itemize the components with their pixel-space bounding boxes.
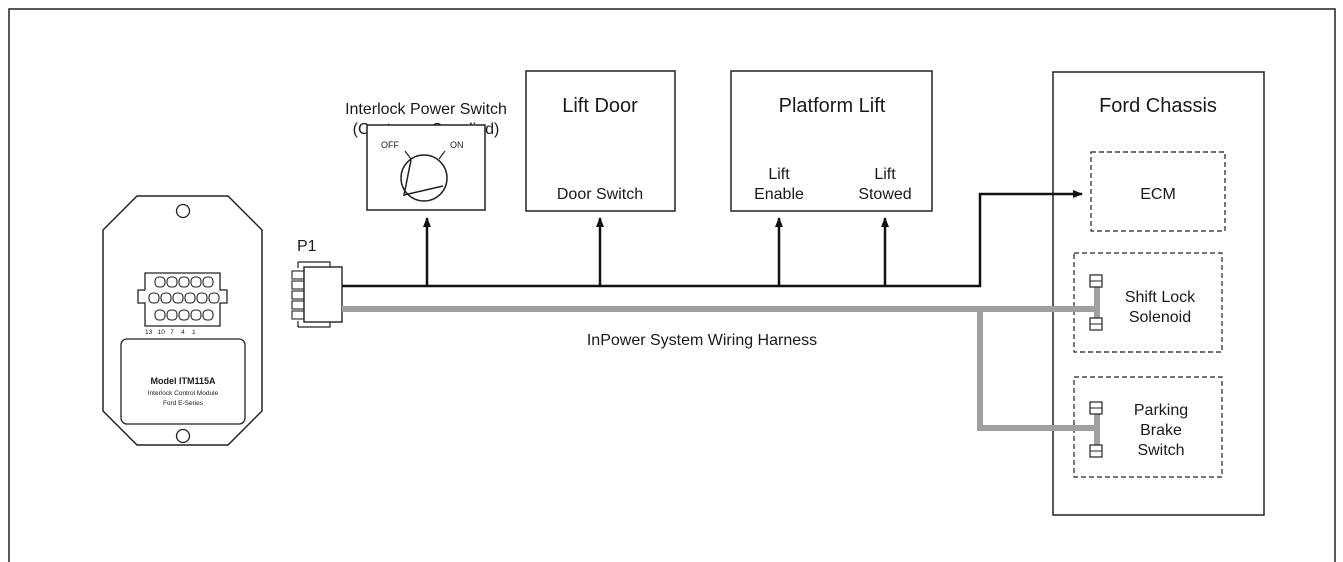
switch-off-label: OFF (381, 140, 399, 150)
module-connector: 13 10 7 4 1 (137, 272, 228, 336)
black-harness-main (342, 190, 1083, 288)
platform-lift-box (730, 70, 933, 212)
module-label-plate (120, 338, 246, 425)
p1-connector: P1 (291, 238, 343, 328)
parking-brake-line3: Switch (1137, 442, 1184, 459)
ecm-label: ECM (1140, 186, 1176, 203)
parking-brake-line2: Brake (1140, 422, 1182, 439)
mounting-hole-bottom (175, 428, 191, 444)
switch-on-label: ON (450, 140, 464, 150)
diagram-frame (8, 8, 1336, 562)
knob-pointer (403, 159, 444, 196)
ecm-box (1090, 151, 1226, 232)
module-model: Model ITM115A (150, 376, 216, 386)
mounting-hole-top (175, 203, 191, 219)
interlock-power-switch: Interlock Power Switch (Customer Supplie… (345, 101, 507, 211)
lift-door-box (525, 70, 676, 212)
p1-housing (303, 266, 343, 323)
platform-lift-title: Platform Lift (779, 95, 886, 117)
harness-label: InPower System Wiring Harness (587, 332, 817, 349)
door-switch-label: Door Switch (557, 186, 643, 203)
ford-chassis: Ford Chassis ECM Shift Lock Solenoid Par… (1052, 71, 1265, 516)
pin-numbers: 13 10 7 4 1 (145, 329, 196, 336)
platform-lift: Platform Lift Lift Enable Lift Stowed (730, 70, 933, 212)
rotary-knob (400, 154, 448, 202)
power-switch-title-line1: Interlock Power Switch (345, 101, 507, 118)
chassis-title: Ford Chassis (1099, 95, 1217, 117)
p1-label: P1 (297, 238, 317, 255)
lift-door-title: Lift Door (562, 95, 638, 117)
lift-stowed-line2: Stowed (858, 186, 911, 203)
parking-brake-line1: Parking (1134, 402, 1188, 419)
shift-lock-line1: Shift Lock (1125, 289, 1196, 306)
lift-enable-line2: Enable (754, 186, 804, 203)
lift-enable-line1: Lift (768, 166, 790, 183)
lift-stowed-line1: Lift (874, 166, 896, 183)
control-module: 13 10 7 4 1 Model ITM115A Interlock Cont… (102, 195, 263, 446)
lift-door: Lift Door Door Switch (525, 70, 676, 212)
shift-lock-line2: Solenoid (1129, 309, 1191, 326)
module-desc-line1: Interlock Control Module (148, 390, 219, 397)
black-wiring (342, 190, 1083, 288)
gray-branch-parking-brake (977, 309, 1097, 431)
gray-wiring (342, 287, 1100, 451)
module-desc-line2: Ford E-Series (163, 400, 204, 407)
